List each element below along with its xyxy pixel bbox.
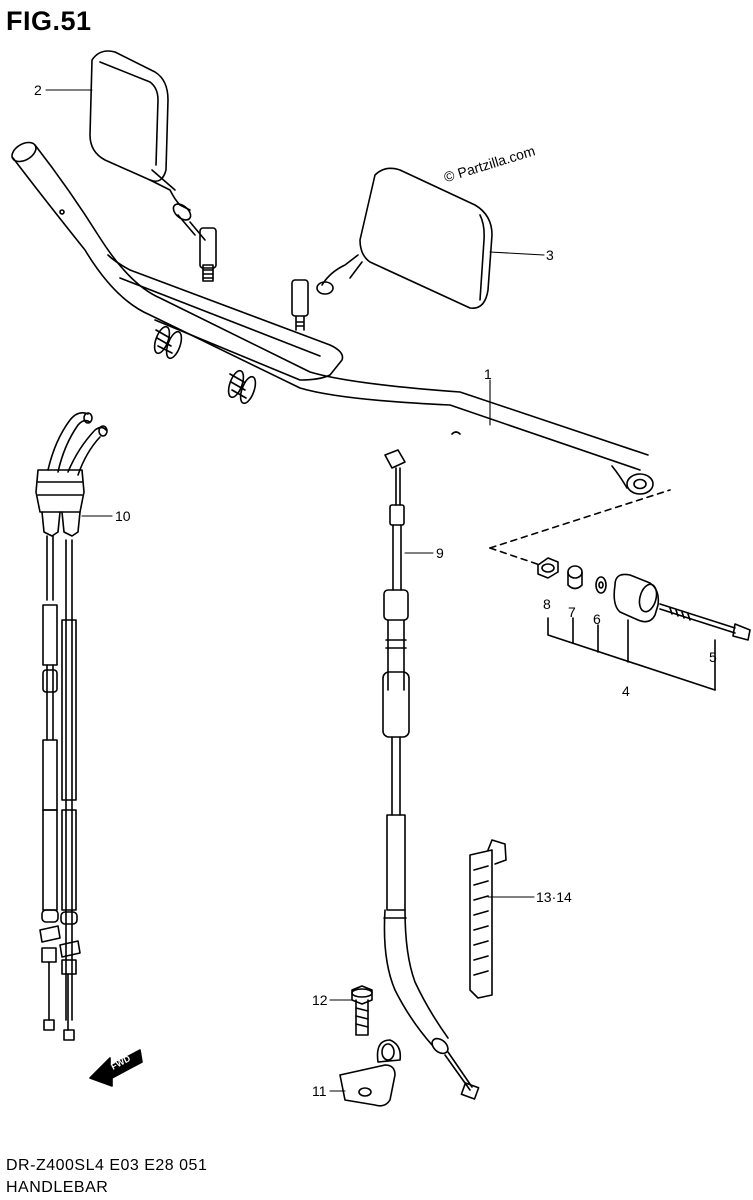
throttle-cable[interactable] [35, 412, 108, 1041]
balancer-bracket-lines [547, 617, 716, 691]
mirror-right[interactable] [291, 167, 493, 331]
fwd-arrow: FWD [89, 1049, 143, 1087]
callout-8: 8 [543, 596, 551, 612]
callout-labels: 2 3 1 9 10 8 7 6 5 4 13·14 12 11 [34, 82, 717, 1099]
balancer-bolt[interactable] [659, 603, 751, 641]
section-name: HANDLEBAR [6, 1179, 109, 1196]
mirror-left[interactable] [89, 50, 217, 282]
balancer-leader-lines [489, 489, 671, 566]
callout-1: 1 [484, 366, 492, 382]
callout-3: 3 [546, 247, 554, 263]
callout-6: 6 [593, 611, 601, 627]
crossbar-pad-left [153, 325, 183, 360]
balancer-weight[interactable] [613, 573, 660, 623]
balancer-nut[interactable] [537, 557, 559, 579]
callout-7: 7 [568, 604, 576, 620]
callout-13-14: 13·14 [536, 889, 572, 905]
cable-tie[interactable] [469, 839, 507, 999]
balancer-washer[interactable] [595, 576, 607, 594]
callout-9: 9 [436, 545, 444, 561]
model-code: DR-Z400SL4 E03 E28 051 [6, 1157, 208, 1174]
callout-4: 4 [622, 683, 630, 699]
crossbar-pad-right [227, 369, 257, 405]
handlebar[interactable] [9, 139, 654, 495]
callout-11: 11 [312, 1083, 327, 1099]
callout-2: 2 [34, 82, 42, 98]
callout-10: 10 [115, 508, 131, 524]
callout-12: 12 [312, 992, 328, 1008]
callout-leaders [45, 89, 545, 1092]
figure-title: FIG.51 [6, 6, 92, 36]
clamp-bolt[interactable] [351, 985, 373, 1036]
clutch-cable[interactable] [382, 449, 480, 1100]
cable-clamp[interactable] [339, 1039, 402, 1107]
callout-5: 5 [709, 649, 717, 665]
balancer-collar[interactable] [567, 565, 583, 590]
